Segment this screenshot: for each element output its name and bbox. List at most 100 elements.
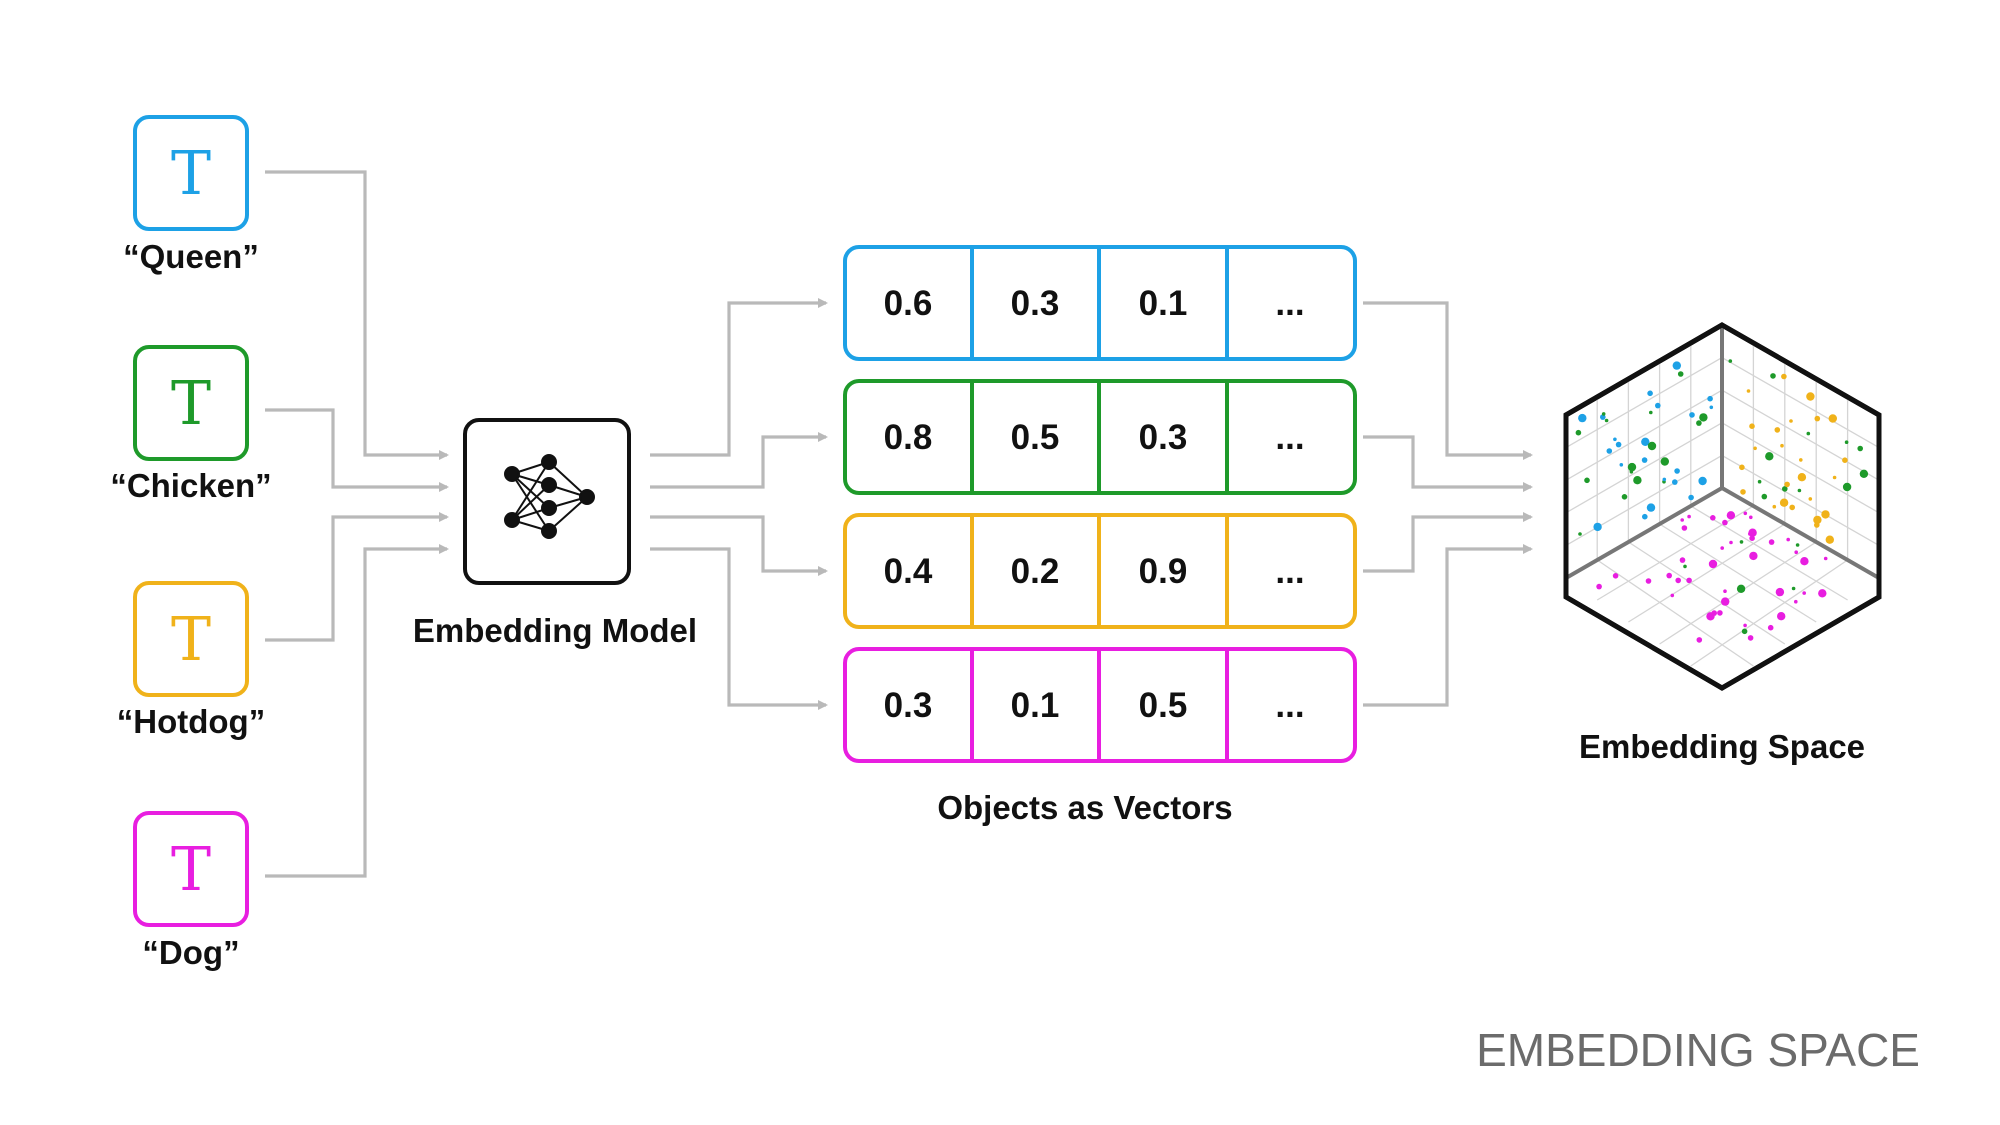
cube-point (1770, 373, 1776, 379)
cube-point (1786, 537, 1790, 542)
connector-dog-to-model (265, 544, 449, 878)
cube-point (1797, 488, 1802, 493)
cube-grid-line (1565, 454, 1723, 546)
cube-point (1821, 510, 1830, 519)
vector-value: ... (1275, 284, 1304, 323)
cube-point (1619, 463, 1624, 467)
cube-point (1675, 577, 1681, 584)
cube-point (1761, 493, 1768, 500)
cube-point (1699, 413, 1708, 422)
vector-value: 0.6 (884, 284, 933, 323)
cube-point (1806, 431, 1811, 436)
cube-point (1687, 514, 1691, 519)
cube-point (1711, 610, 1717, 616)
3d-scatter-cube-icon (1563, 322, 1882, 691)
cube-point (1606, 448, 1613, 454)
cube-point (1814, 522, 1820, 528)
cube-point (1789, 504, 1795, 511)
cube-point (1633, 476, 1642, 485)
vector-value: 0.2 (1011, 552, 1060, 591)
cube-point (1802, 591, 1806, 595)
cube-grid-line (1659, 523, 1817, 623)
text-type-icon: T (171, 139, 211, 209)
connector-vector-1-to-space (1363, 301, 1533, 460)
cube-point (1686, 577, 1692, 584)
connector-vector-3-to-space (1363, 512, 1533, 573)
cube-point (1825, 535, 1835, 544)
cube-point (1680, 518, 1684, 522)
cube-point (1647, 390, 1653, 397)
cube-point (1720, 546, 1724, 550)
cube-point (1797, 473, 1807, 482)
cube-point (1688, 494, 1694, 501)
vector-value: 0.8 (884, 418, 933, 457)
cube-point (1666, 572, 1672, 579)
cube-grid-line (1690, 505, 1848, 601)
connector-hotdog-to-model (265, 512, 449, 642)
cube-point (1749, 515, 1753, 520)
text-icon-box (133, 115, 249, 231)
cube-point (1612, 573, 1619, 579)
cube-point (1740, 489, 1746, 495)
vector-value: 0.3 (1139, 418, 1188, 457)
cube-point (1696, 420, 1702, 426)
cube-point (1709, 405, 1714, 410)
cube-point (1743, 623, 1747, 628)
cube-point (1655, 402, 1661, 409)
cube-point (1707, 395, 1713, 402)
vector-value: 0.1 (1139, 284, 1188, 323)
input-label: “Chicken” (110, 467, 271, 504)
cube-point (1641, 437, 1650, 446)
vector-value: 0.5 (1139, 686, 1188, 725)
cube-point (1575, 429, 1582, 436)
text-type-icon: T (171, 369, 211, 439)
cube-point (1621, 494, 1628, 500)
cube-point (1613, 437, 1617, 442)
vector-value: 0.9 (1139, 552, 1188, 591)
vector-row: 0.8 0.5 0.3 ... (843, 379, 1357, 495)
cube-point (1857, 445, 1863, 452)
model-label: Embedding Model (413, 612, 697, 649)
cube-outline-top (1563, 322, 1882, 691)
cube-point (1660, 457, 1670, 466)
embedding-space: Embedding Space (1563, 322, 1882, 765)
cube-point (1672, 361, 1682, 370)
cube-point (1844, 440, 1849, 445)
cube-point (1717, 610, 1723, 616)
input-connectors (265, 170, 449, 878)
cube-point (1842, 457, 1848, 464)
vector-value: 0.4 (884, 552, 933, 591)
cube-point (1794, 550, 1798, 554)
cube-point (1818, 589, 1827, 598)
cube-grid-line (1721, 357, 1880, 449)
cube-point (1672, 479, 1678, 485)
input-label: “Hotdog” (117, 703, 265, 740)
cube-point (1679, 557, 1686, 563)
cube-point (1578, 532, 1582, 536)
cube-point (1775, 587, 1785, 597)
cube-point (1722, 519, 1728, 526)
cube-point (1601, 412, 1606, 416)
cube-point (1806, 392, 1815, 401)
cube-point (1739, 464, 1745, 471)
connector-model-to-vector-1 (650, 298, 828, 457)
cube-point (1578, 413, 1587, 423)
vector-value: 0.3 (884, 686, 933, 725)
cube-point (1795, 543, 1800, 547)
cube-point (1646, 503, 1656, 512)
cube-point (1645, 578, 1652, 584)
cube-grid-line (1565, 422, 1723, 514)
cube-grid-line (1721, 454, 1880, 546)
cube-point (1600, 414, 1606, 420)
input-label: “Dog” (142, 934, 239, 971)
cube-point (1681, 525, 1688, 531)
cube-point (1767, 624, 1774, 631)
connector-vector-4-to-space (1363, 544, 1533, 707)
vector-value: 0.3 (1011, 284, 1060, 323)
cube-point (1823, 556, 1828, 561)
cube-edge-right (1721, 486, 1880, 580)
cube-point (1753, 446, 1757, 451)
cube-point (1689, 412, 1695, 418)
cube-point (1791, 586, 1796, 591)
cube-point (1677, 371, 1684, 377)
